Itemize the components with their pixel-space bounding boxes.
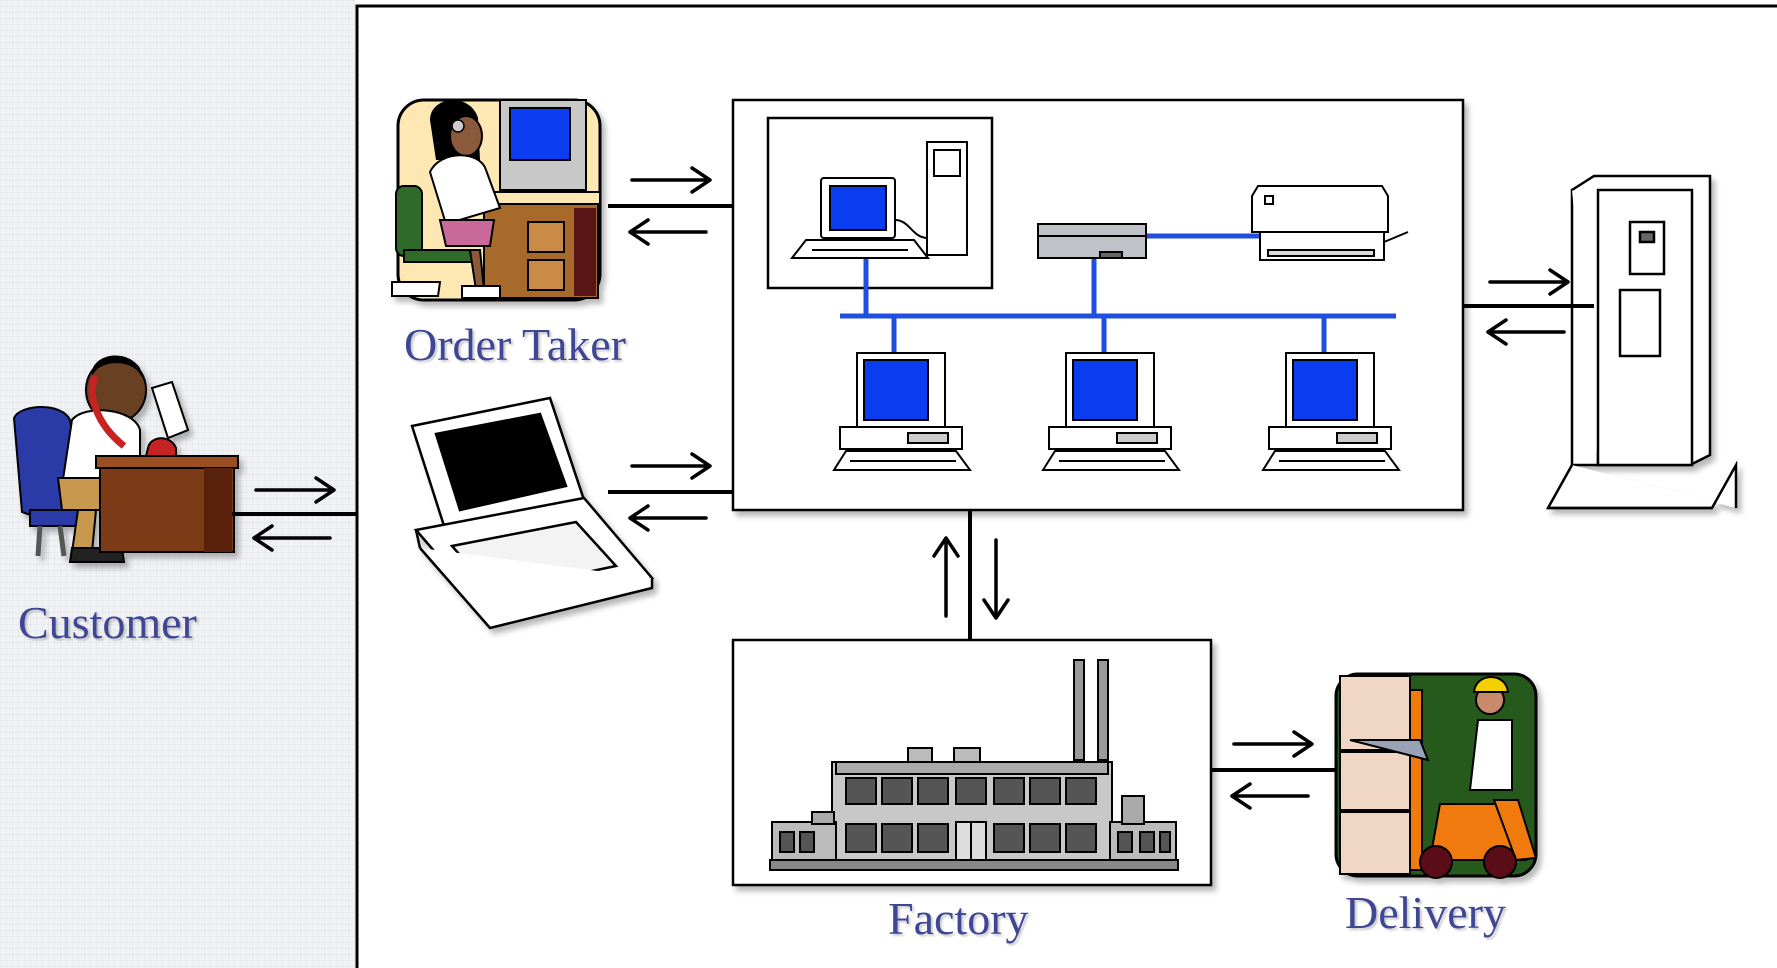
arrow-right-icon (1232, 730, 1314, 758)
order-taker-icon (391, 98, 602, 302)
customer-icon (12, 355, 239, 563)
arrow-right-icon (254, 476, 336, 504)
laptop-icon (410, 396, 655, 630)
label-customer: Customer (18, 597, 197, 648)
label-delivery: Delivery (1345, 887, 1506, 938)
arrow-left-icon (628, 504, 708, 532)
connector-lines (232, 204, 1594, 772)
network-hub-icon (1037, 223, 1147, 259)
factory-icon (769, 659, 1179, 871)
arrow-left-icon (1486, 318, 1566, 346)
label-factory: Factory (888, 893, 1029, 944)
arrow-down-icon (982, 538, 1010, 620)
workstation-icon (789, 141, 968, 259)
main-frame (355, 4, 1777, 968)
arrow-right-icon (630, 166, 712, 194)
client-computer-icon (1041, 352, 1181, 471)
arrow-right-icon (1488, 268, 1570, 296)
network-cables (840, 233, 1396, 354)
arrow-left-icon (252, 524, 332, 552)
label-order-taker: Order Taker (404, 319, 626, 370)
flow-arrows (252, 166, 1570, 810)
printer-icon (1251, 185, 1409, 261)
arrow-right-icon (630, 452, 712, 480)
client-computer-icon (832, 352, 972, 471)
delivery-icon (1334, 672, 1538, 879)
arrow-left-icon (1230, 782, 1310, 810)
client-computer-icon (1261, 352, 1401, 471)
server-icon (1545, 174, 1738, 510)
arrow-left-icon (628, 218, 708, 246)
arrow-up-icon (932, 536, 960, 618)
